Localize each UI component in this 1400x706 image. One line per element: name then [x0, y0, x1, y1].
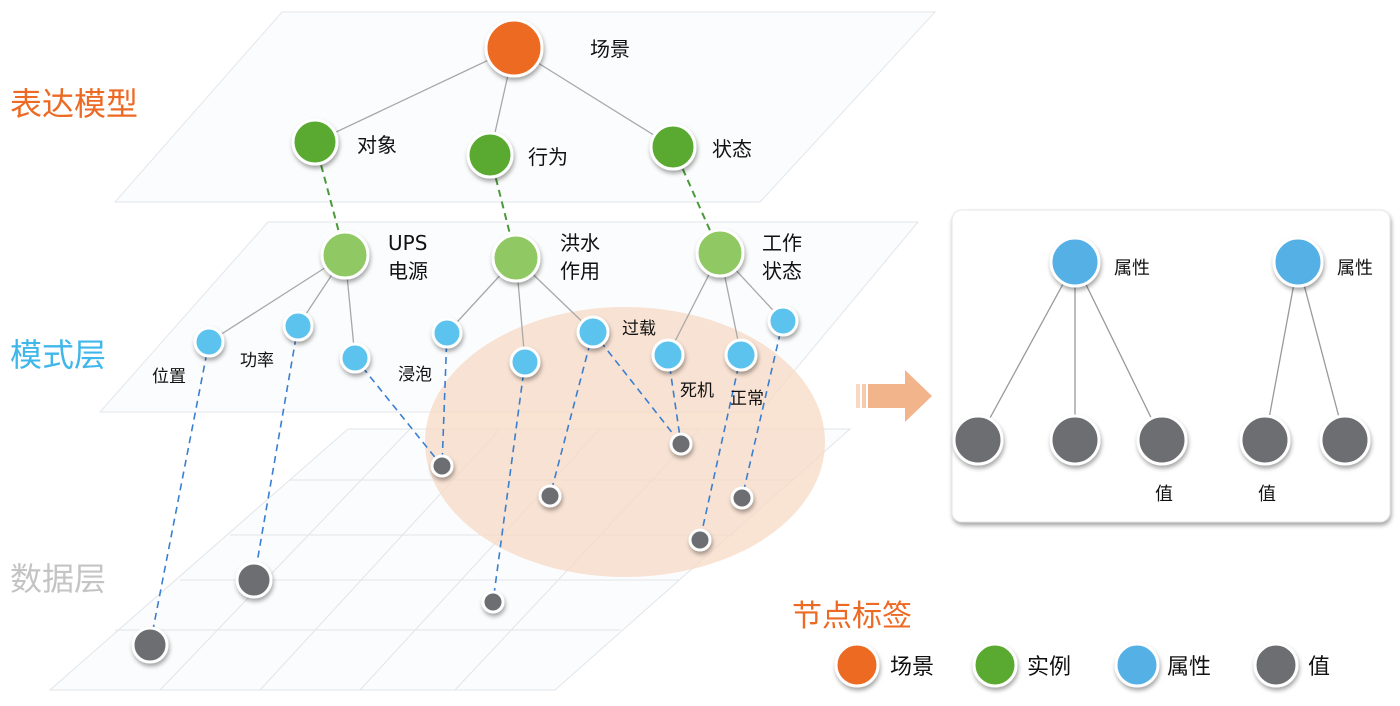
work-state-label-1: 工作 — [762, 231, 802, 255]
flood-node — [491, 233, 541, 283]
state-node — [649, 123, 697, 171]
attribute-nodes — [193, 305, 799, 378]
highlight-region — [425, 307, 825, 577]
data-layer-label: 数据层 — [10, 560, 106, 598]
work-state-node — [695, 228, 745, 278]
ups-label-2: 电源 — [388, 259, 428, 283]
overload-label: 过载 — [622, 319, 656, 339]
legend-label-scene: 场景 — [890, 655, 934, 680]
legend-label-value: 值 — [1308, 655, 1330, 680]
detail-panel: 属性 属性 值 值 — [951, 209, 1391, 523]
panel-attr-label-1: 属性 — [1114, 258, 1150, 279]
object-node — [291, 118, 339, 166]
ups-label-1: UPS — [388, 231, 427, 255]
legend-title: 节点标签 — [792, 599, 912, 634]
legend: 节点标签 场景 实例 属性 值 — [792, 599, 1330, 688]
state-label: 状态 — [712, 137, 752, 161]
object-label: 对象 — [357, 133, 397, 157]
legend-scene-swatch — [834, 642, 880, 688]
legend-attribute-swatch — [1114, 642, 1160, 688]
scene-label: 场景 — [590, 37, 630, 61]
arrow-icon — [856, 370, 932, 422]
scene-node — [484, 18, 544, 78]
normal-label: 正常 — [730, 389, 764, 409]
ups-node — [320, 230, 370, 280]
position-label: 位置 — [152, 367, 186, 387]
legend-label-attribute: 属性 — [1167, 655, 1211, 680]
power-label: 功率 — [240, 351, 274, 371]
legend-label-instance: 实例 — [1027, 655, 1071, 680]
panel-attr-label-2: 属性 — [1337, 258, 1373, 279]
work-state-label-2: 状态 — [762, 259, 802, 283]
legend-instance-swatch — [972, 642, 1018, 688]
soak-label: 浸泡 — [398, 365, 432, 385]
value-nodes — [131, 432, 754, 664]
crash-label: 死机 — [680, 381, 714, 401]
expression-layer-label: 表达模型 — [10, 85, 138, 123]
legend-value-swatch — [1253, 642, 1299, 688]
panel-value-label-1: 值 — [1155, 484, 1173, 505]
value-links — [149, 320, 784, 646]
flood-label-2: 作用 — [560, 259, 600, 283]
behavior-label: 行为 — [528, 145, 568, 169]
behavior-node — [466, 131, 514, 179]
panel-value-label-2: 值 — [1258, 484, 1276, 505]
flood-label-1: 洪水 — [560, 231, 600, 255]
schema-layer-label: 模式层 — [10, 336, 106, 374]
